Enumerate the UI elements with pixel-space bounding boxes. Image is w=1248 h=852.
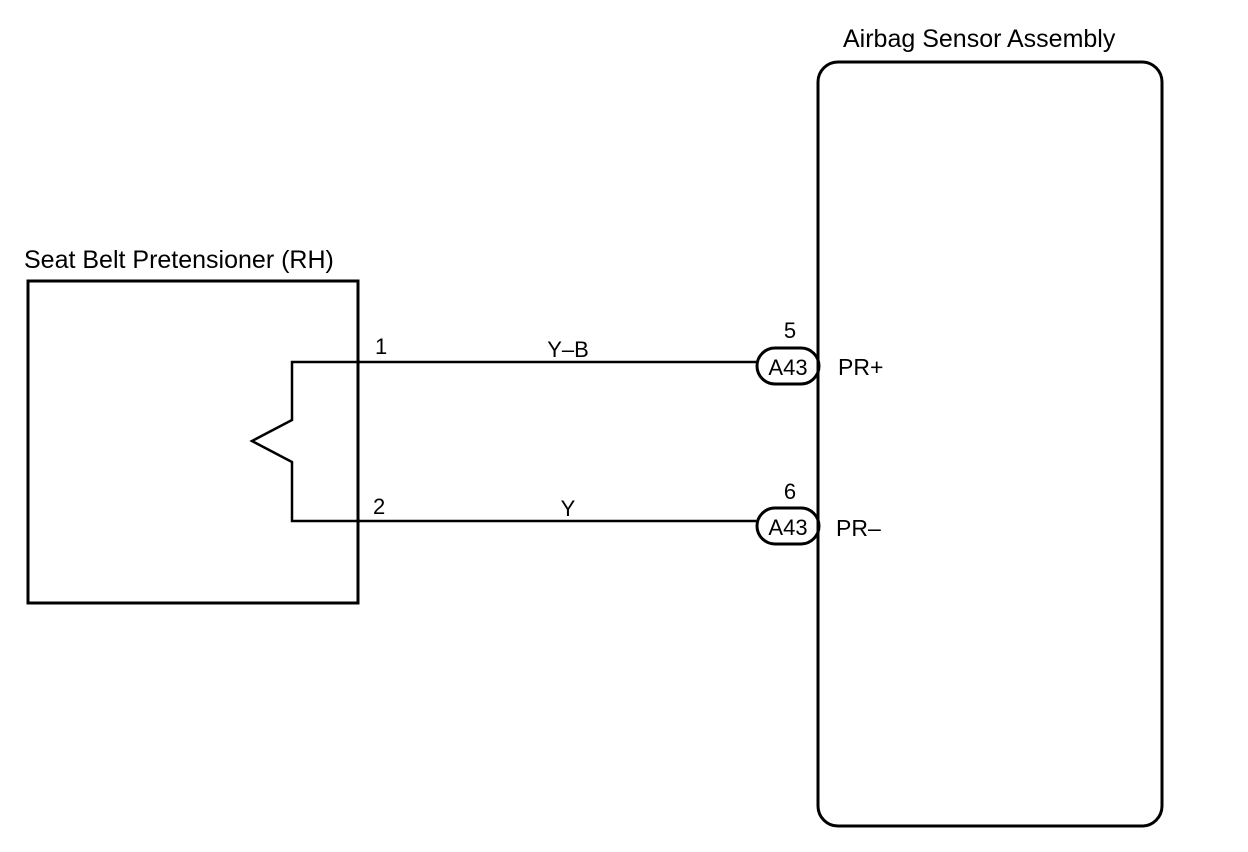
wire-bottom-color-label: Y xyxy=(561,496,576,521)
pretensioner-box xyxy=(26,279,360,605)
sensor-label: Airbag Sensor Assembly xyxy=(843,25,1116,53)
wire-top-color-label: Y–B xyxy=(547,337,589,362)
connector-top-label: A43 xyxy=(768,355,807,380)
terminal-pr-plus-label: PR+ xyxy=(838,354,883,380)
connector-bottom-label: A43 xyxy=(768,515,807,540)
connector-bottom-pin-label: 6 xyxy=(784,479,796,504)
pretensioner-label: Seat Belt Pretensioner (RH) xyxy=(24,246,334,274)
squib-symbol xyxy=(249,360,360,523)
pin-1-label: 1 xyxy=(375,334,387,359)
pin-2-label: 2 xyxy=(373,494,385,519)
terminal-pr-minus-label: PR– xyxy=(836,515,881,541)
sensor-box xyxy=(816,60,1164,828)
connector-top-pin-label: 5 xyxy=(784,318,796,343)
